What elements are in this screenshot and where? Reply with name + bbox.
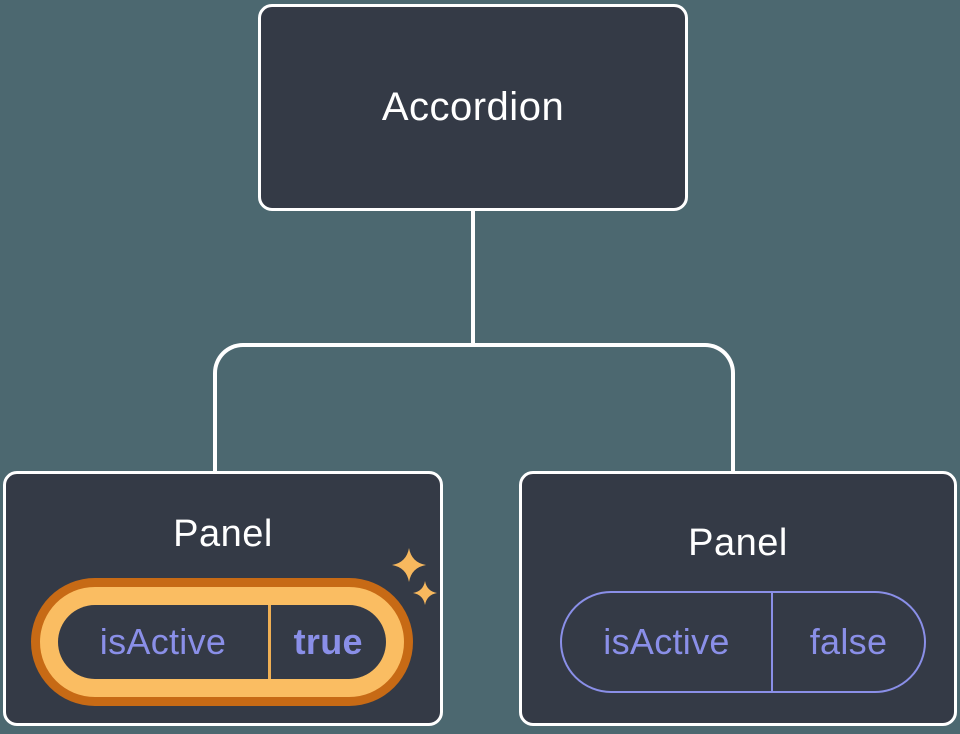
state-pill-core: isActive true xyxy=(58,605,386,679)
state-pill-divider xyxy=(268,605,271,679)
state-pill-highlighted: isActive true xyxy=(31,578,413,706)
node-label: Panel xyxy=(173,513,273,555)
node-label: Accordion xyxy=(381,85,565,129)
state-value-label: false xyxy=(809,621,888,662)
state-pill-plain: isActive false xyxy=(560,591,926,693)
tree-node-accordion: Accordion xyxy=(258,4,688,211)
sparkle-icon xyxy=(392,548,437,605)
state-key-label: isActive xyxy=(99,621,227,662)
connector-branch xyxy=(213,343,735,471)
state-key-label: isActive xyxy=(603,621,730,662)
state-pill-divider: false xyxy=(771,593,924,691)
connector-stem xyxy=(471,209,475,345)
tree-node-panel-inactive: Panel isActive false xyxy=(519,471,957,726)
state-pill-glow-ring: isActive true xyxy=(40,587,404,697)
state-value-label: true xyxy=(293,621,363,662)
tree-node-panel-active: Panel isActive true xyxy=(3,471,443,726)
node-label: Panel xyxy=(688,522,788,564)
